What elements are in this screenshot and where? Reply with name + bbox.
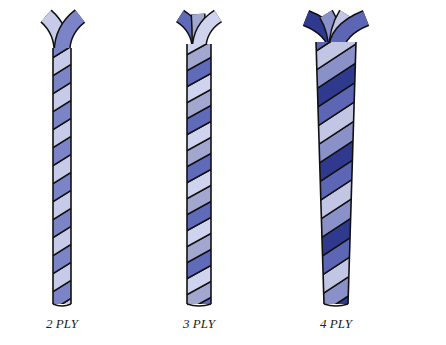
strand-end	[62, 16, 80, 52]
rope-edge	[186, 44, 188, 304]
ply-label: 2 PLY	[12, 316, 112, 332]
rope-end	[53, 304, 71, 306]
rope-end	[324, 304, 348, 306]
strand-band	[36, 0, 88, 50]
strand-end	[62, 16, 80, 52]
strand-band	[310, 2, 362, 55]
strand-band	[173, 34, 225, 79]
rope-twist	[173, 2, 225, 335]
ply-label: 3 PLY	[149, 316, 249, 332]
rope-edge	[52, 48, 54, 304]
rope-edge	[348, 42, 356, 304]
rope-edge	[70, 48, 72, 304]
rope-twist	[310, 2, 362, 340]
strand-band	[173, 2, 225, 47]
rope-twist	[36, 0, 88, 338]
rope-edge	[210, 44, 212, 304]
rope-end	[187, 304, 211, 306]
ply-label: 4 PLY	[286, 316, 386, 332]
strand-band	[173, 18, 225, 63]
rope-edge	[316, 42, 324, 304]
strand-band	[36, 36, 88, 86]
strand-band	[36, 18, 88, 68]
